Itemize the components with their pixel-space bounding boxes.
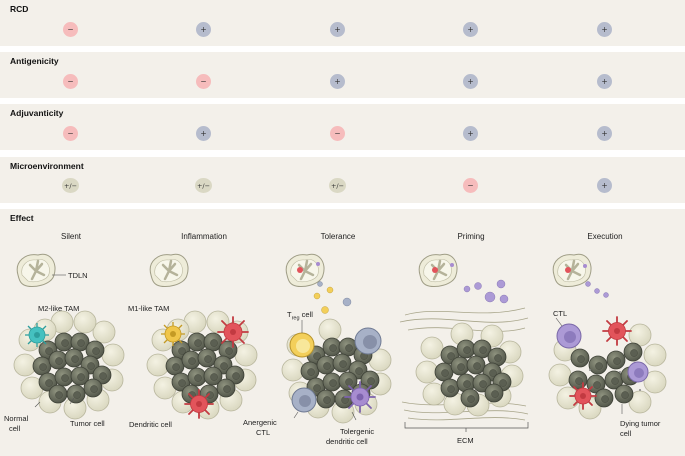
dying-tumor-cell-label-line1: Dying tumor [620, 419, 661, 428]
tolerogenic-dendritic-cell [344, 381, 376, 413]
anergic-ctl-cell [291, 387, 317, 413]
stage-tolerance: Tolerance [320, 232, 356, 241]
treg-label: Treg cell [287, 310, 313, 324]
adjuvanticity-tolerance-badge: − [330, 126, 345, 141]
microenvironment-priming-badge: − [463, 178, 478, 193]
m1-tam-cell [161, 322, 185, 346]
adjuvanticity-execution-badge: + [597, 126, 612, 141]
tdln-label: TDLN [68, 271, 88, 280]
antigenicity-priming-badge: + [463, 74, 478, 89]
stage-inflammation: Inflammation [181, 232, 227, 241]
tdln-tolerance [284, 252, 326, 288]
ctl-cell-2 [627, 361, 649, 383]
microenvironment-title: Microenvironment [10, 161, 84, 171]
treg-label-sub: reg [291, 315, 300, 322]
microenvironment-tolerance-badge: +/− [329, 178, 346, 193]
dendritic-cell-mature [217, 316, 249, 348]
antigenicity-silent-badge: − [63, 74, 78, 89]
rcd-tolerance-badge: + [330, 22, 345, 37]
dying-tumor-cell-label-line2: cell [620, 429, 632, 438]
adjuvanticity-priming-badge: + [463, 126, 478, 141]
microenvironment-inflammation-badge: +/− [195, 178, 212, 193]
tdln-inflammation [148, 252, 190, 288]
ctl-label: CTL [553, 309, 568, 318]
tumor-cluster-silent [13, 310, 125, 420]
antigenicity-execution-badge: + [597, 74, 612, 89]
tdln-execution [551, 252, 593, 288]
treg-label-prefix: T [287, 310, 292, 319]
tumor-cell-label: Tumor cell [70, 419, 105, 428]
stage-execution: Execution [587, 232, 623, 241]
rcd-silent-badge: − [63, 22, 78, 37]
antigenicity-tolerance-badge: + [330, 74, 345, 89]
adjuvanticity-title: Adjuvanticity [10, 108, 64, 118]
m2-tam-label: M2-like TAM [38, 304, 80, 313]
rcd-priming-badge: + [463, 22, 478, 37]
microenvironment-silent-badge: +/− [62, 178, 79, 193]
tolerogenic-dc-label-line2: dendritic cell [326, 437, 368, 446]
adjuvanticity-inflammation-badge: + [196, 126, 211, 141]
dendritic-cell [184, 389, 214, 419]
treg-cell [289, 332, 315, 358]
m2-tam-cell [25, 323, 49, 347]
stage-silent: Silent [60, 232, 81, 241]
dendritic-cell-exec-2 [569, 382, 597, 410]
anergic-ctl-label-line1: Anergenic [243, 418, 277, 427]
ctl-cell [556, 323, 582, 349]
tdln-priming [417, 252, 459, 288]
tolerance-slate-cell [354, 327, 382, 355]
m1-tam-label: M1-like TAM [128, 304, 170, 313]
dendritic-cell-exec-1 [602, 316, 632, 346]
tdln-silent [15, 252, 57, 288]
treg-label-suffix: cell [299, 310, 313, 319]
normal-cell-label-line1: Normal [4, 414, 29, 423]
antigenicity-title: Antigenicity [10, 56, 59, 66]
antigenicity-inflammation-badge: − [196, 74, 211, 89]
microenvironment-execution-badge: + [597, 178, 612, 193]
dendritic-cell-label: Dendritic cell [129, 420, 172, 429]
rcd-title: RCD [10, 4, 29, 14]
effect-title: Effect [10, 213, 34, 223]
stage-priming: Priming [457, 232, 485, 241]
anergic-ctl-label-line2: CTL [256, 428, 271, 437]
rcd-execution-badge: + [597, 22, 612, 37]
ecm-bracket [404, 422, 529, 429]
normal-cell-label-line2: cell [9, 424, 21, 433]
tumor-cluster-priming [399, 307, 529, 421]
rcd-inflammation-badge: + [196, 22, 211, 37]
tolerogenic-dc-label-line1: Tolergenic [340, 427, 375, 436]
adjuvanticity-silent-badge: − [63, 126, 78, 141]
ecm-label: ECM [457, 436, 474, 445]
